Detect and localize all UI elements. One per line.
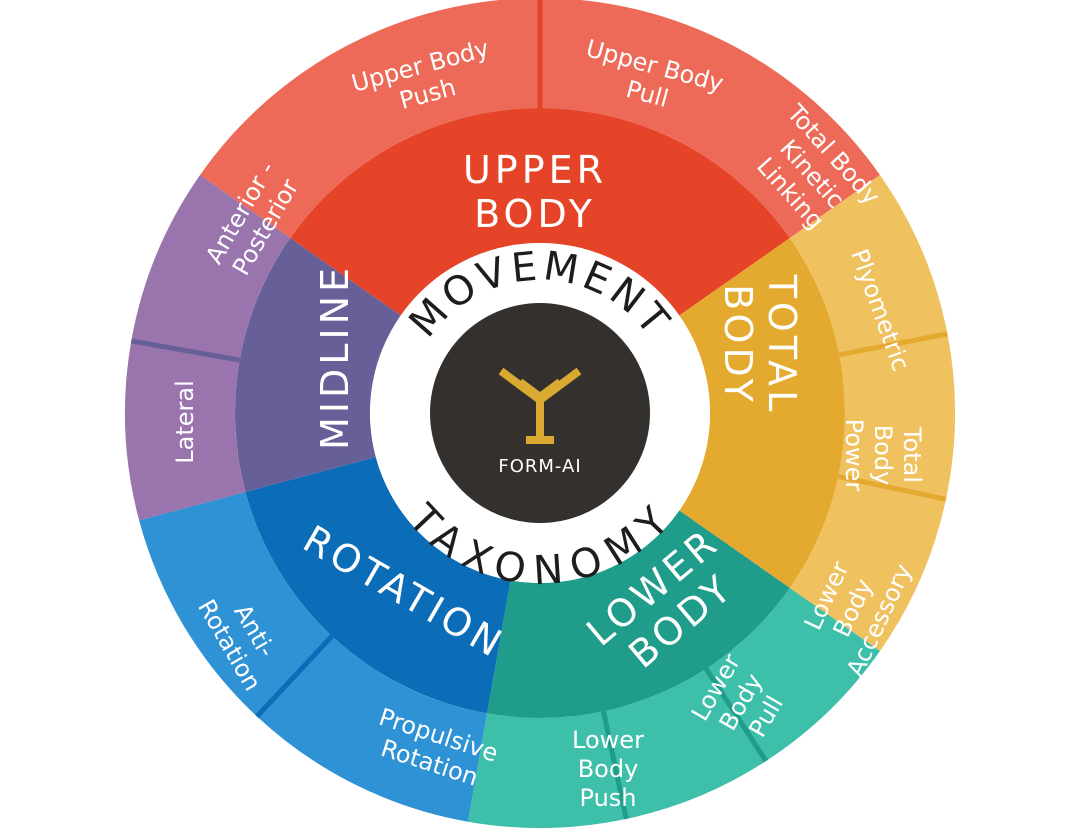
category-segment-midline [234,238,401,492]
subcategory-segment-lateral [124,340,246,521]
subcategory-divider [255,634,334,719]
subcategory-segment-upper-body-pull [540,0,880,239]
category-ring [234,108,845,719]
subcategory-segment-plyometric [838,333,956,500]
category-segment-lower-body [487,510,790,719]
subcategory-divider [130,338,241,363]
subcategory-divider [837,473,947,502]
category-segment-upper-body [290,108,790,316]
brand-name: FORM-AI [498,456,581,477]
subcategory-divider [600,710,629,820]
subcategory-segment-anterior-posterior [131,174,291,361]
subcategory-ring [124,0,956,829]
subcategory-segment-anti-rotation [139,491,332,717]
category-segment-total-body [679,238,845,588]
subcategory-segment-total-body-power [789,476,946,652]
subcategory-segment-lower-body-pull [603,668,767,819]
subcategory-label-lateral: Lateral [171,380,199,464]
subcategory-label-total-body-power: TotalBodyPower [840,419,926,492]
subcategory-segment-propulsive-rotation [256,636,488,822]
category-label-midline: MIDLINE [313,264,357,450]
category-segment-rotation [245,457,511,714]
subcategory-segment-lower-body-push [467,711,627,829]
subcategory-divider [838,331,948,358]
subcategory-segment-lower-body-accessory [706,587,880,762]
subcategory-segment-total-body-kinetic-linking [789,174,948,355]
subcategory-segment-upper-body-push [200,0,540,239]
form-ai-y-logo-icon [498,367,582,444]
subcategory-divider [704,667,769,763]
category-label-total-body: TOTALBODY [716,274,804,416]
